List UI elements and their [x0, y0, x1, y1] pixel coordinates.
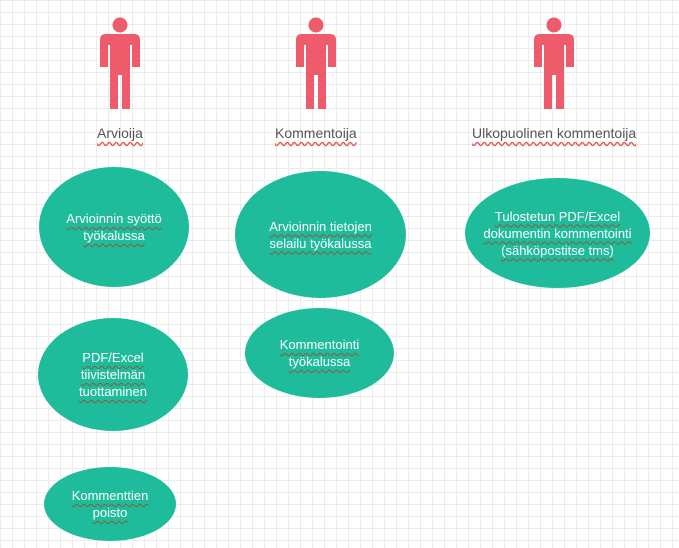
- use-case-label: Arvioinnin syöttö työkalussa: [66, 211, 162, 243]
- use-case-label: Arvioinnin tietojen selailu työkalussa: [269, 218, 372, 251]
- actor-label-ulkopuolinen-kommentoija: Ulkopuolinen kommentoija: [472, 125, 637, 141]
- use-case-label: Kommenttien poisto: [71, 488, 149, 520]
- use-case-kommentointi: Kommentointi työkalussa: [245, 308, 394, 398]
- use-case-arvioinnin-tietojen-selailu: Arvioinnin tietojen selailu työkalussa: [235, 171, 406, 298]
- use-case-label: Kommentointi työkalussa: [279, 337, 360, 369]
- actor-label-kommentoija: Kommentoija: [275, 125, 357, 141]
- use-case-kommenttien-poisto: Kommenttien poisto: [44, 467, 176, 541]
- actor-kommentoija-icon: [290, 17, 342, 109]
- actor-arvioija-icon: [94, 17, 146, 109]
- actor-label-arvioija: Arvioija: [97, 125, 143, 141]
- actor-ulkopuolinen-kommentoija-icon: [528, 17, 580, 109]
- use-case-tulostetun-dokumentin-kommentointi: Tulostetun PDF/Excel dokumentin kommento…: [465, 178, 650, 288]
- use-case-arvioinnin-syotto: Arvioinnin syöttö työkalussa: [39, 167, 189, 287]
- use-case-label: PDF/Excel tiivistelmän tuottaminen: [79, 350, 147, 399]
- use-case-label: Tulostetun PDF/Excel dokumentin kommento…: [483, 208, 632, 258]
- use-case-pdf-excel-tiivistelma: PDF/Excel tiivistelmän tuottaminen: [38, 318, 188, 431]
